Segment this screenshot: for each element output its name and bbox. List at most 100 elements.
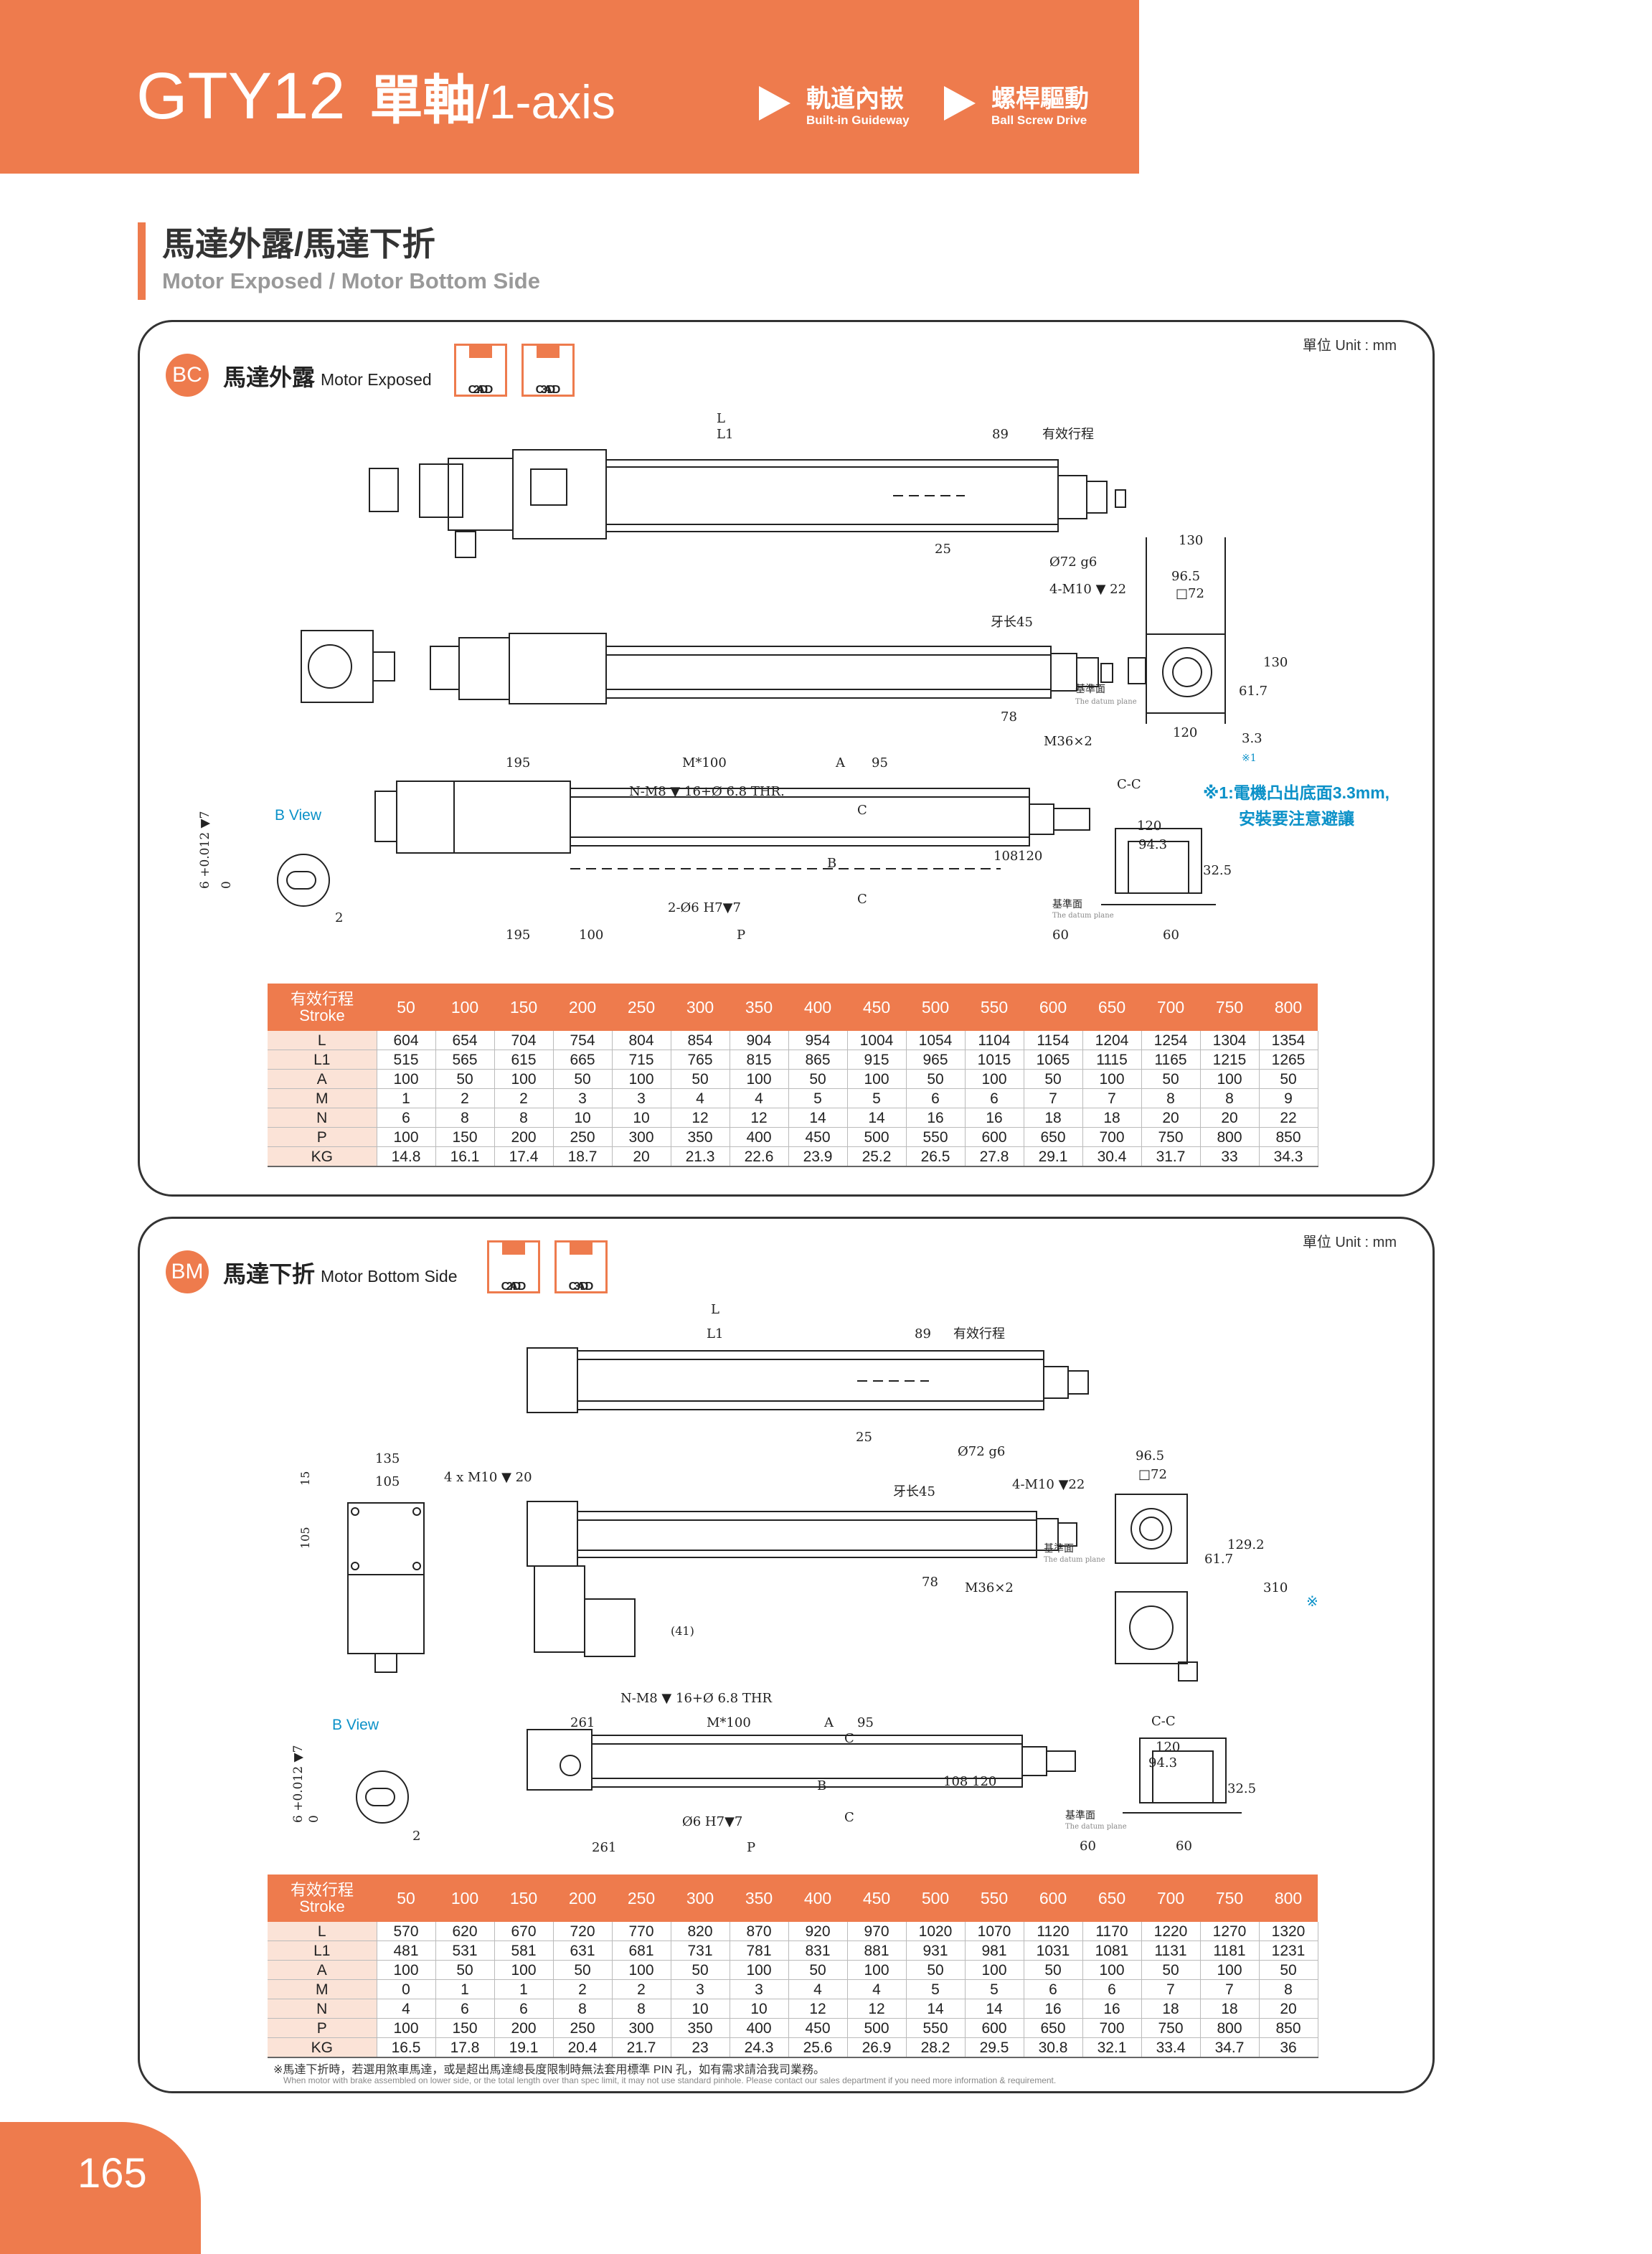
table-cell: 21.7 xyxy=(612,2037,671,2058)
table-cell: 4 xyxy=(377,1999,436,2019)
row-label: M xyxy=(268,1979,377,1999)
table-cell: 631 xyxy=(553,1941,613,1961)
table-cell: 34.7 xyxy=(1200,2037,1260,2058)
stroke-col-header: 300 xyxy=(671,984,730,1031)
table-cell: 865 xyxy=(788,1050,848,1070)
table-cell: 17.8 xyxy=(435,2037,495,2058)
table-cell: 100 xyxy=(965,1960,1024,1980)
table-cell: 50 xyxy=(671,1069,730,1089)
svg-text:C: C xyxy=(844,1731,854,1746)
table-cell: 1231 xyxy=(1259,1941,1318,1961)
svg-text:105: 105 xyxy=(375,1474,400,1489)
table-cell: 665 xyxy=(553,1050,613,1070)
stroke-col-header: 500 xyxy=(906,1875,965,1922)
row-label: KG xyxy=(268,2037,377,2058)
table-cell: 9 xyxy=(1259,1088,1318,1108)
table-cell: 620 xyxy=(435,1922,495,1941)
table-cell: 1054 xyxy=(906,1031,966,1050)
svg-text:195: 195 xyxy=(506,755,530,770)
table-cell: 1204 xyxy=(1082,1031,1142,1050)
table-cell: 33.4 xyxy=(1141,2037,1201,2058)
table-cell: 970 xyxy=(847,1922,907,1941)
svg-text:25: 25 xyxy=(935,542,951,557)
table-cell: 150 xyxy=(435,1127,495,1147)
table-cell: 16 xyxy=(965,1108,1024,1128)
table-cell: 4 xyxy=(847,1979,907,1999)
table-cell: 1254 xyxy=(1141,1031,1201,1050)
table-cell: 1 xyxy=(377,1088,436,1108)
table-cell: 50 xyxy=(553,1960,613,1980)
table-cell: 300 xyxy=(612,2018,671,2038)
table-cell: 8 xyxy=(1259,1979,1318,1999)
svg-text:89: 89 xyxy=(915,1326,931,1341)
table-cell: 981 xyxy=(965,1941,1024,1961)
svg-text:3.3: 3.3 xyxy=(1242,731,1262,746)
svg-text:94.3: 94.3 xyxy=(1138,837,1167,852)
table-cell: 18 xyxy=(1141,1999,1201,2019)
stroke-col-header: 650 xyxy=(1082,1875,1141,1922)
stroke-col-header: 150 xyxy=(494,984,553,1031)
table-cell: 23 xyxy=(671,2037,730,2058)
badge-bc: BC xyxy=(166,354,209,397)
table-cell: 550 xyxy=(906,2018,966,2038)
table-cell: 3 xyxy=(612,1088,671,1108)
table-cell: 16 xyxy=(1082,1999,1142,2019)
svg-text:2: 2 xyxy=(412,1829,420,1844)
note-1: ※1:電機凸出底面3.3mm, 安裝要注意避讓 xyxy=(1203,783,1390,828)
table-cell: 50 xyxy=(906,1069,966,1089)
svg-text:15: 15 xyxy=(298,1471,312,1486)
top-view xyxy=(369,449,1126,558)
table-cell: 1104 xyxy=(965,1031,1024,1050)
table-cell: 754 xyxy=(553,1031,613,1050)
table-cell: 16.5 xyxy=(377,2037,436,2058)
footnote-en: When motor with brake assembled on lower… xyxy=(283,2075,1057,2085)
table-cell: 1115 xyxy=(1082,1050,1142,1070)
title-cn: 單軸 xyxy=(369,70,476,130)
table-cell: 50 xyxy=(435,1069,495,1089)
table-cell: 1120 xyxy=(1024,1922,1083,1941)
table-cell: 8 xyxy=(612,1999,671,2019)
svg-text:B: B xyxy=(827,856,836,871)
stroke-col-header: 300 xyxy=(671,1875,730,1922)
table-cell: 881 xyxy=(847,1941,907,1961)
stroke-col-header: 550 xyxy=(965,984,1024,1031)
table-cell: 7 xyxy=(1141,1979,1201,1999)
stroke-col-header: 150 xyxy=(494,1875,553,1922)
svg-text:96.5: 96.5 xyxy=(1136,1448,1164,1463)
svg-text:有效行程: 有效行程 xyxy=(953,1326,1005,1341)
table-cell: 6 xyxy=(435,1999,495,2019)
table-cell: 481 xyxy=(377,1941,436,1961)
table-cell: 715 xyxy=(612,1050,671,1070)
table-cell: 5 xyxy=(906,1979,966,1999)
table-cell: 16.1 xyxy=(435,1146,495,1167)
table-cell: 0 xyxy=(377,1979,436,1999)
table-cell: 2 xyxy=(553,1979,613,1999)
model-name: GTY12 xyxy=(136,60,346,133)
svg-text:4 x M10 ▼ 20: 4 x M10 ▼ 20 xyxy=(444,1470,532,1485)
stroke-col-header: 600 xyxy=(1024,984,1082,1031)
table-cell: 831 xyxy=(788,1941,848,1961)
table-cell: 1070 xyxy=(965,1922,1024,1941)
table-cell: 50 xyxy=(788,1069,848,1089)
table-cell: 1215 xyxy=(1200,1050,1260,1070)
svg-text:M36×2: M36×2 xyxy=(965,1580,1014,1595)
arrow-right-icon xyxy=(759,86,790,121)
svg-text:105: 105 xyxy=(298,1527,312,1549)
table-cell: 27.8 xyxy=(965,1146,1024,1167)
table-cell: 8 xyxy=(435,1108,495,1128)
unit-label: 單位 Unit : mm xyxy=(1302,338,1397,354)
svg-text:C: C xyxy=(857,892,867,907)
svg-text:261: 261 xyxy=(570,1715,595,1730)
svg-text:108: 108 xyxy=(943,1774,968,1789)
